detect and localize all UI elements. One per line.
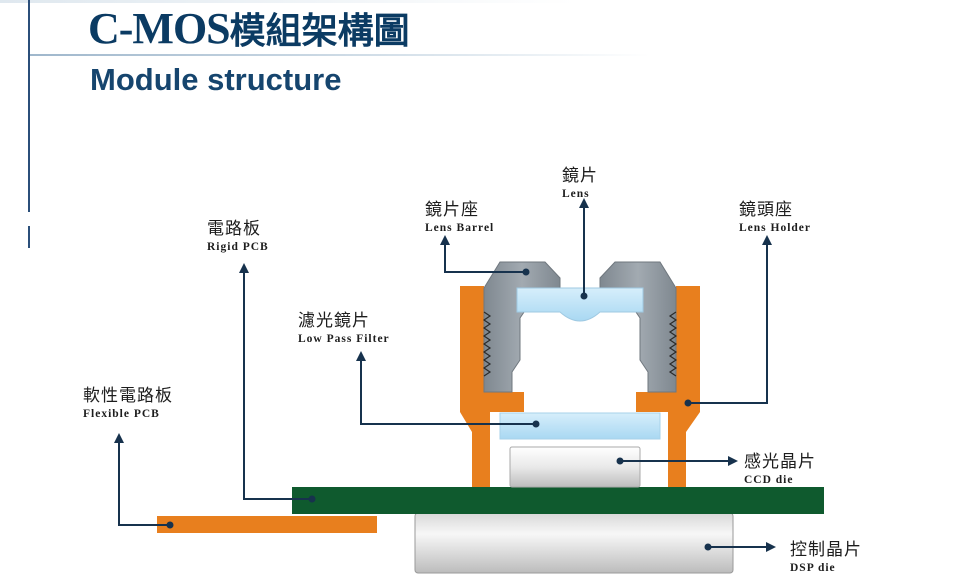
thread-left bbox=[482, 311, 492, 377]
page-title: C-MOS模組架構圖 bbox=[88, 2, 410, 54]
label-rigid-pcb-zh: 電路板 bbox=[207, 219, 261, 239]
thread-right bbox=[668, 311, 678, 377]
lens bbox=[516, 287, 644, 322]
top-decor-line bbox=[0, 0, 960, 3]
left-accent-bar bbox=[28, 0, 30, 212]
label-lens-barrel-zh: 鏡片座 bbox=[425, 200, 479, 220]
leader-lens-holder bbox=[688, 242, 768, 404]
label-dsp-die-zh: 控制晶片 bbox=[790, 540, 862, 560]
label-low-pass-filter-zh: 濾光鏡片 bbox=[298, 311, 370, 331]
leader-arrowheads bbox=[114, 198, 776, 552]
label-lens-holder: 鏡頭座 Lens Holder bbox=[739, 195, 811, 234]
dsp-die bbox=[414, 512, 734, 574]
label-flexible-pcb-zh: 軟性電路板 bbox=[83, 386, 173, 406]
label-lens-zh: 鏡片 bbox=[562, 166, 598, 186]
label-ccd-die-en: CCD die bbox=[744, 474, 794, 486]
low-pass-filter bbox=[499, 412, 661, 440]
lens-holder-left bbox=[460, 286, 524, 487]
page-subtitle: Module structure bbox=[90, 62, 342, 97]
leader-lens-barrel bbox=[444, 242, 526, 273]
leader-rigid-pcb bbox=[243, 270, 312, 500]
lens-barrel-left bbox=[483, 261, 561, 393]
title-cmos: C-MOS bbox=[88, 4, 231, 53]
label-lens: 鏡片 Lens bbox=[562, 161, 598, 200]
lens-barrel-right bbox=[599, 261, 677, 393]
label-ccd-die: 感光晶片 CCD die bbox=[744, 447, 816, 486]
leader-lines bbox=[118, 205, 768, 548]
label-lens-barrel: 鏡片座 Lens Barrel bbox=[425, 195, 494, 234]
label-flexible-pcb-en: Flexible PCB bbox=[83, 408, 160, 420]
label-low-pass-filter: 濾光鏡片 Low Pass Filter bbox=[298, 306, 390, 345]
label-dsp-die-en: DSP die bbox=[790, 562, 836, 574]
title-chinese: 模組架構圖 bbox=[229, 11, 410, 52]
label-lens-barrel-en: Lens Barrel bbox=[425, 222, 495, 234]
label-rigid-pcb-en: Rigid PCB bbox=[207, 241, 269, 253]
label-rigid-pcb: 電路板 Rigid PCB bbox=[207, 214, 269, 253]
label-lens-en: Lens bbox=[562, 188, 590, 200]
leader-flexible-pcb bbox=[118, 440, 170, 526]
label-low-pass-filter-en: Low Pass Filter bbox=[298, 333, 390, 345]
leader-dots bbox=[166, 268, 712, 551]
label-lens-holder-en: Lens Holder bbox=[739, 222, 812, 234]
leader-low-pass-filter bbox=[360, 358, 536, 425]
lens-holder-right bbox=[636, 286, 700, 487]
flexible-pcb bbox=[157, 516, 377, 533]
label-ccd-die-zh: 感光晶片 bbox=[744, 452, 816, 472]
title-divider bbox=[30, 54, 650, 56]
label-flexible-pcb: 軟性電路板 Flexible PCB bbox=[83, 381, 173, 420]
ccd-die bbox=[509, 446, 641, 488]
label-dsp-die: 控制晶片 DSP die bbox=[790, 535, 862, 574]
left-accent-bar-lower bbox=[28, 226, 30, 248]
rigid-pcb bbox=[292, 487, 824, 514]
label-lens-holder-zh: 鏡頭座 bbox=[739, 200, 793, 220]
